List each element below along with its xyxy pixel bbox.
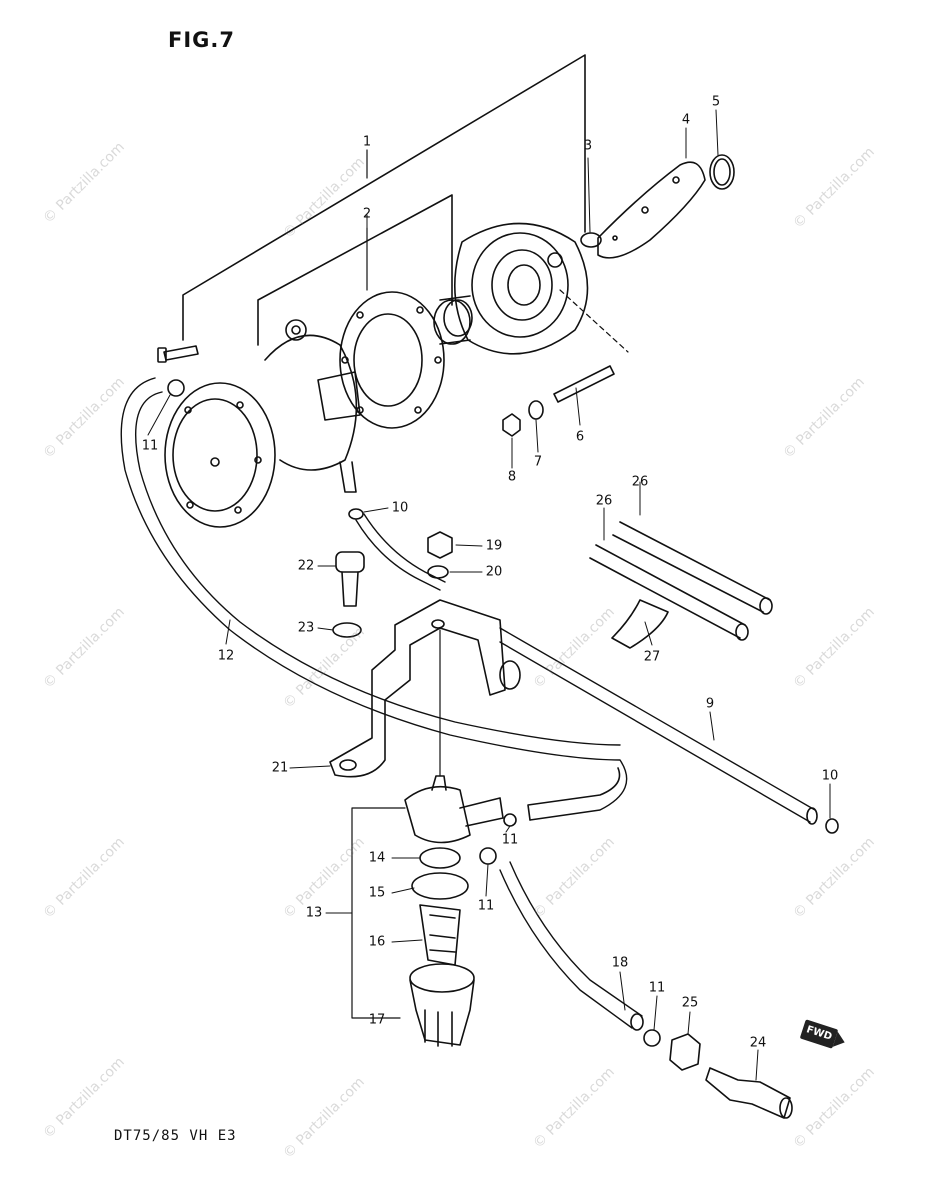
callout-part-26[interactable]: 26 bbox=[595, 493, 613, 509]
callout-part-26[interactable]: 26 bbox=[631, 474, 649, 490]
callout-part-24[interactable]: 24 bbox=[749, 1035, 767, 1051]
clip-10b bbox=[825, 818, 839, 834]
clip-11c bbox=[479, 847, 497, 865]
bracket-21 bbox=[329, 599, 506, 778]
callout-part-10[interactable]: 10 bbox=[821, 768, 839, 784]
callout-part-11[interactable]: 11 bbox=[648, 980, 666, 996]
hose-10 bbox=[355, 519, 441, 591]
figure-title: FIG.7 bbox=[168, 28, 235, 52]
gasket-3 bbox=[580, 232, 602, 248]
callout-part-18[interactable]: 18 bbox=[611, 955, 629, 971]
clamp-27 bbox=[611, 599, 669, 649]
screw-1 bbox=[163, 345, 199, 361]
connector-24 bbox=[705, 1067, 791, 1119]
pump-cover bbox=[454, 222, 589, 355]
nut-19 bbox=[427, 531, 453, 559]
callout-part-4[interactable]: 4 bbox=[681, 112, 691, 128]
assembly-1-bracket bbox=[182, 54, 586, 341]
callout-part-16[interactable]: 16 bbox=[368, 934, 386, 950]
washer-7 bbox=[528, 400, 544, 420]
callout-part-19[interactable]: 19 bbox=[485, 538, 503, 554]
clip-10a bbox=[348, 508, 364, 520]
clip-11d bbox=[643, 1029, 661, 1047]
callout-part-27[interactable]: 27 bbox=[643, 649, 661, 665]
callout-part-21[interactable]: 21 bbox=[271, 760, 289, 776]
fuel-hose-12 bbox=[120, 377, 628, 821]
callout-part-2[interactable]: 2 bbox=[362, 206, 372, 222]
clip-11b bbox=[503, 813, 517, 827]
pump-body bbox=[264, 319, 361, 493]
callout-part-9[interactable]: 9 bbox=[705, 696, 715, 712]
filter-cup-17 bbox=[409, 963, 475, 1047]
washer-20 bbox=[427, 565, 449, 579]
nut-8 bbox=[502, 413, 521, 437]
callout-part-11[interactable]: 11 bbox=[141, 438, 159, 454]
fuel-hose-18 bbox=[499, 861, 643, 1029]
callout-part-1[interactable]: 1 bbox=[362, 134, 372, 150]
filter-16 bbox=[419, 904, 461, 966]
pump-fitting bbox=[433, 295, 473, 345]
callout-part-7[interactable]: 7 bbox=[533, 454, 543, 470]
fuel-cock-13 bbox=[404, 629, 504, 844]
callout-part-3[interactable]: 3 bbox=[583, 138, 593, 154]
callout-part-25[interactable]: 25 bbox=[681, 995, 699, 1011]
clip-11a bbox=[167, 379, 185, 397]
callout-part-22[interactable]: 22 bbox=[297, 558, 315, 574]
callout-part-5[interactable]: 5 bbox=[711, 94, 721, 110]
callout-part-23[interactable]: 23 bbox=[297, 620, 315, 636]
assembly-2-bracket bbox=[257, 194, 453, 346]
o-ring-14 bbox=[419, 847, 461, 869]
callout-part-6[interactable]: 6 bbox=[575, 429, 585, 445]
stud-6 bbox=[553, 365, 615, 403]
fuel-hose-9 bbox=[499, 627, 816, 823]
handle-4 bbox=[597, 161, 706, 259]
callout-part-11[interactable]: 11 bbox=[477, 898, 495, 914]
gasket-15 bbox=[411, 872, 469, 900]
callout-part-11[interactable]: 11 bbox=[501, 832, 519, 848]
callout-part-10[interactable]: 10 bbox=[391, 500, 409, 516]
bolt-22 bbox=[335, 551, 365, 607]
model-label: DT75/85 VH E3 bbox=[114, 1128, 237, 1144]
callout-part-17[interactable]: 17 bbox=[368, 1012, 386, 1028]
spring-guard-26 bbox=[589, 521, 773, 641]
callout-part-13[interactable]: 13 bbox=[305, 905, 323, 921]
callout-part-12[interactable]: 12 bbox=[217, 648, 235, 664]
callout-part-8[interactable]: 8 bbox=[507, 469, 517, 485]
callout-part-14[interactable]: 14 bbox=[368, 850, 386, 866]
callout-part-15[interactable]: 15 bbox=[368, 885, 386, 901]
front-plate bbox=[164, 382, 276, 528]
o-ring-5 bbox=[709, 154, 735, 190]
nut-25 bbox=[669, 1033, 701, 1071]
callout-part-20[interactable]: 20 bbox=[485, 564, 503, 580]
